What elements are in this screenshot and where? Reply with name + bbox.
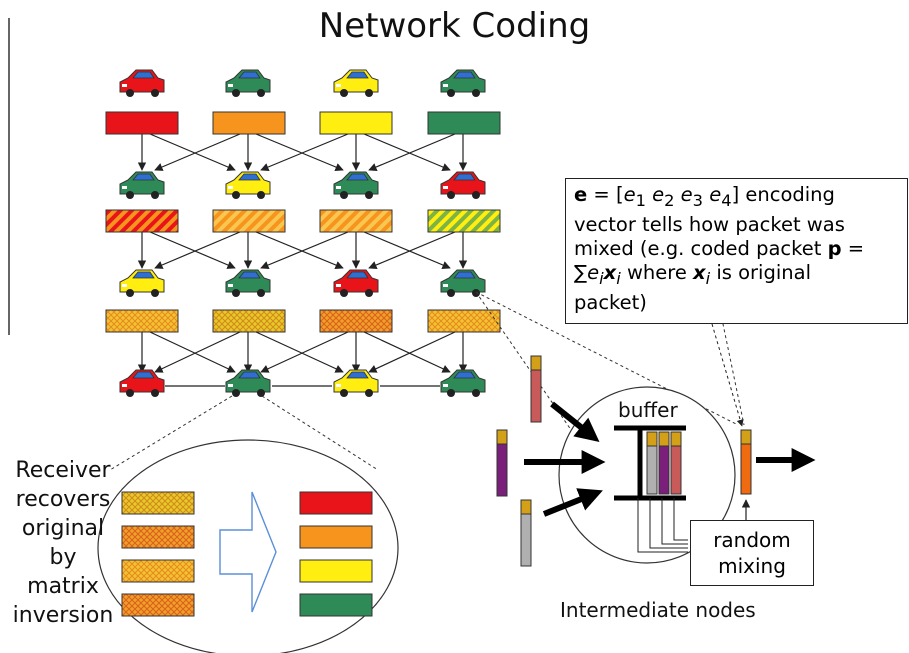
zoom-lines: [109, 291, 745, 471]
mixing-line: mixing: [718, 554, 786, 578]
info-line-5: packet): [574, 290, 647, 314]
coded-packet: [427, 209, 501, 233]
mixing-line: random: [713, 528, 791, 552]
vector-p: p: [827, 236, 842, 260]
text: =: [841, 236, 865, 260]
text: 4: [721, 190, 732, 210]
decode-arrow: [219, 491, 277, 613]
encoding-vector-note: e = [e1 e2 e3 e4] encoding vector tells …: [565, 178, 908, 324]
coded-packet: [105, 309, 179, 333]
text: i: [705, 268, 711, 288]
receiver-coded-packets: [121, 491, 195, 617]
sum-symbol: ∑: [574, 260, 588, 284]
text: 3: [692, 190, 704, 210]
text: ] encoding: [731, 183, 835, 206]
incoming-arrows: [524, 401, 606, 517]
car-node-green: [225, 269, 271, 298]
coded-packet: [319, 209, 393, 233]
car-node-red: [440, 171, 486, 200]
text: i: [599, 268, 604, 288]
random-mixing-label: random mixing: [691, 527, 813, 579]
car-node-green: [119, 171, 165, 200]
packet-row-1: [105, 111, 501, 135]
packet-row-3: [105, 309, 501, 333]
car-node-yellow: [333, 69, 379, 98]
car-node-yellow: [225, 171, 271, 200]
text: 2: [664, 190, 675, 210]
car-node-red: [119, 69, 165, 98]
coded-packet: [319, 309, 393, 333]
intermediate-nodes-label: Intermediate nodes: [560, 598, 756, 622]
car-node-green: [225, 369, 271, 398]
slide-title: Network Coding: [318, 6, 591, 46]
random-mixing-box: random mixing: [690, 520, 814, 586]
packet-orange: [212, 111, 286, 135]
receiver-line: inversion: [12, 603, 114, 628]
receiver-line: Receiver: [15, 458, 111, 483]
car-node-green: [440, 369, 486, 398]
car-node-red: [333, 269, 379, 298]
text: i: [616, 268, 621, 288]
coded-packet: [427, 309, 501, 333]
receiver-line: matrix: [27, 574, 99, 599]
receiver-line: recovers: [15, 487, 111, 512]
info-line-4: ∑eixi where xi is original: [574, 261, 899, 291]
coded-packet: [212, 209, 286, 233]
text: x: [693, 260, 706, 284]
car-node-yellow: [333, 369, 379, 398]
output-packet: [740, 429, 752, 495]
text: e: [587, 260, 600, 284]
buffer-label: buffer: [618, 398, 678, 422]
text: x: [603, 260, 617, 284]
receiver-decoded-packets: [299, 491, 373, 617]
network-links: [137, 133, 468, 373]
coded-packet: [212, 309, 286, 333]
text: 1: [635, 190, 646, 210]
text: is original: [710, 260, 812, 284]
text: mixed (e.g. coded packet: [574, 236, 828, 260]
packet-yellow: [319, 111, 393, 135]
receiver-line: original: [21, 516, 105, 541]
packet-green: [427, 111, 501, 135]
incoming-packets: [496, 355, 542, 567]
coded-packet: [105, 209, 179, 233]
car-node-green: [225, 69, 271, 98]
text: where: [620, 260, 694, 284]
text: e: [709, 183, 722, 206]
car-node-green: [440, 69, 486, 98]
info-line-3: mixed (e.g. coded packet p =: [574, 237, 899, 261]
car-node-red: [119, 369, 165, 398]
info-line-1: e = [e1 e2 e3 e4] encoding: [574, 183, 899, 213]
text: e: [652, 183, 665, 206]
mixing-wires: [637, 498, 688, 553]
text: e: [623, 183, 636, 206]
vector-e: e: [574, 183, 588, 206]
text: = [: [587, 183, 624, 206]
packet-red: [105, 111, 179, 135]
car-node-green: [333, 171, 379, 200]
receiver-line: by: [49, 545, 77, 570]
text: e: [680, 183, 693, 206]
packet-row-2: [105, 209, 501, 233]
car-node-yellow: [119, 269, 165, 298]
info-line-2: vector tells how packet was: [574, 212, 845, 236]
receiver-description: Receiver recovers original by matrix inv…: [4, 456, 122, 630]
buffer-packets: [646, 431, 682, 495]
info-pointer: [711, 323, 744, 427]
